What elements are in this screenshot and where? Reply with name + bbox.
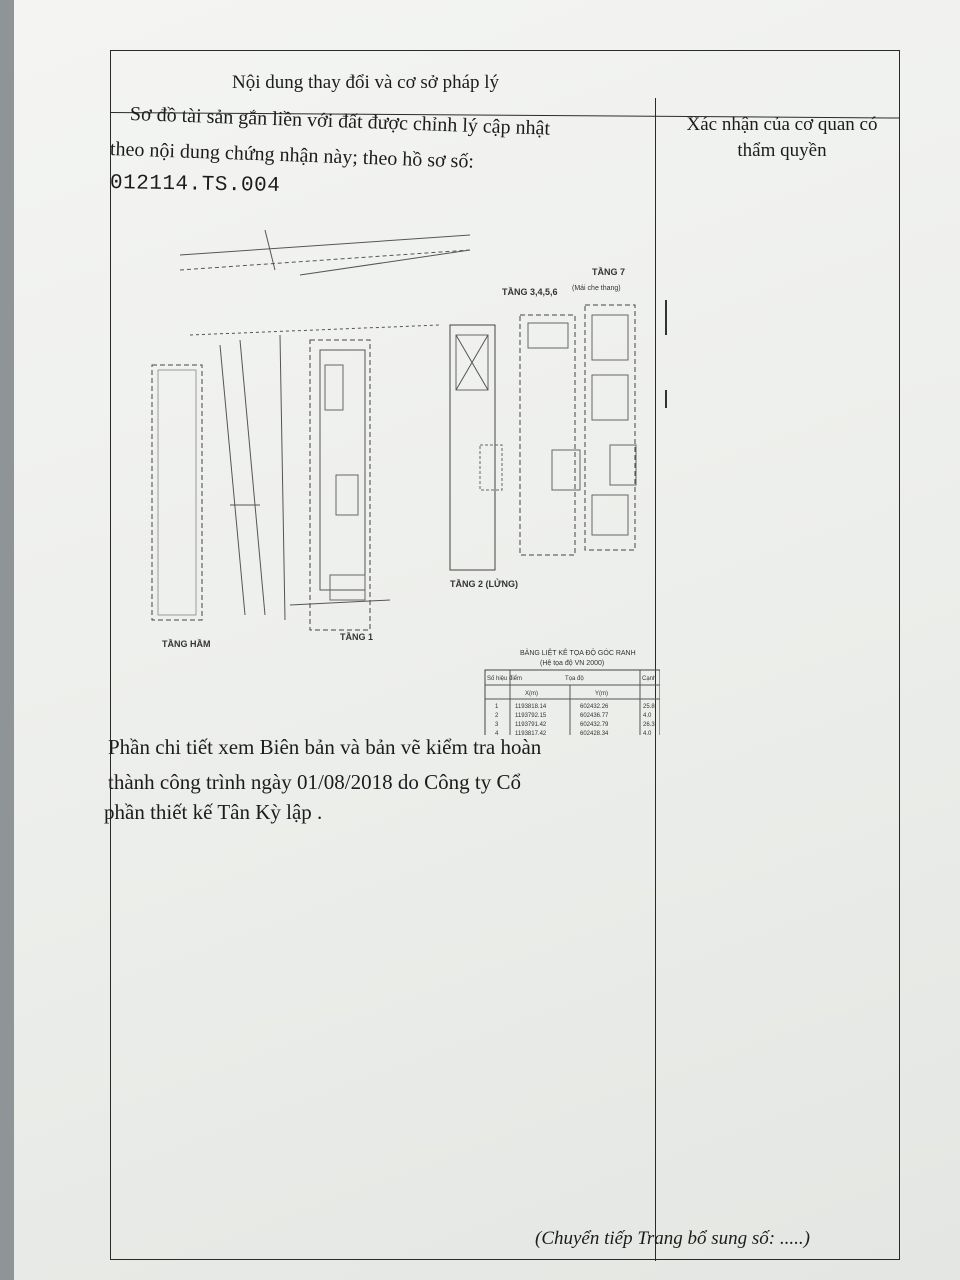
label-floor7: TẦNG 7 bbox=[592, 267, 625, 277]
label-floor1: TẦNG 1 bbox=[340, 632, 373, 642]
detail-line-2: thành công trình ngày 01/08/2018 do Công… bbox=[108, 770, 521, 794]
table-cell-pt: 4 bbox=[495, 731, 499, 735]
label-basement: TẦNG HẦM bbox=[162, 639, 211, 649]
table-cell-len: 25.8 bbox=[643, 704, 655, 710]
detail-line-1: Phần chi tiết xem Biên bản và bản vẽ kiể… bbox=[108, 735, 542, 759]
table-cell-y: 602432.79 bbox=[580, 722, 609, 728]
label-floor2: TẦNG 2 (LỬNG) bbox=[450, 578, 518, 589]
right-column-title: Xác nhận của cơ quan có thẩm quyền bbox=[686, 114, 878, 161]
floor-plan-drawing: TẦNG HẦM TẦNG 1 TẦNG 2 (LỬNG) TẦNG 3,4,5… bbox=[151, 229, 660, 735]
table-cell-len: 26.3 bbox=[643, 722, 655, 728]
table-cell-y: 602436.77 bbox=[580, 713, 609, 719]
left-column-title: Nội dung thay đổi và cơ sở pháp lý bbox=[232, 72, 500, 93]
table-cell-len: 4.0 bbox=[643, 713, 652, 719]
margin-mark bbox=[665, 300, 667, 335]
table-col-len: Cạnh bbox=[642, 676, 656, 682]
table-col-coord: Tọa độ bbox=[565, 676, 584, 682]
table-cell-x: 1193818.14 bbox=[515, 704, 547, 710]
table-cell-x: 1193817.42 bbox=[515, 731, 547, 735]
detail-line-3: phần thiết kế Tân Kỳ lập . bbox=[104, 800, 323, 824]
table-title: BẢNG LIỆT KÊ TỌA ĐỘ GÓC RANH bbox=[520, 648, 636, 657]
continuation-note: (Chuyển tiếp Trang bổ sung số: .....) bbox=[535, 1228, 810, 1249]
column-divider bbox=[655, 98, 656, 1261]
dossier-number: 012114.TS.004 bbox=[109, 172, 281, 198]
document-sheet bbox=[14, 0, 960, 1280]
table-cell-y: 602432.26 bbox=[580, 704, 609, 710]
table-cell-y: 602428.34 bbox=[580, 731, 609, 735]
table-col-x: X(m) bbox=[525, 691, 538, 697]
margin-mark bbox=[665, 390, 667, 408]
table-cell-x: 1193792.15 bbox=[515, 713, 547, 719]
table-cell-pt: 3 bbox=[495, 722, 499, 728]
label-floor7-note: (Mái che thang) bbox=[572, 285, 621, 292]
table-cell-pt: 1 bbox=[495, 704, 499, 710]
content-frame bbox=[110, 50, 900, 1260]
table-cell-pt: 2 bbox=[495, 713, 499, 719]
table-subtitle: (Hệ tọa độ VN 2000) bbox=[540, 660, 604, 667]
label-floor3456: TẦNG 3,4,5,6 bbox=[502, 287, 558, 297]
table-col-y: Y(m) bbox=[595, 691, 608, 697]
table-cell-len: 4.0 bbox=[643, 731, 652, 735]
table-cell-x: 1193791.42 bbox=[515, 722, 547, 728]
table-col-point: Số hiệu điểm bbox=[487, 675, 522, 682]
